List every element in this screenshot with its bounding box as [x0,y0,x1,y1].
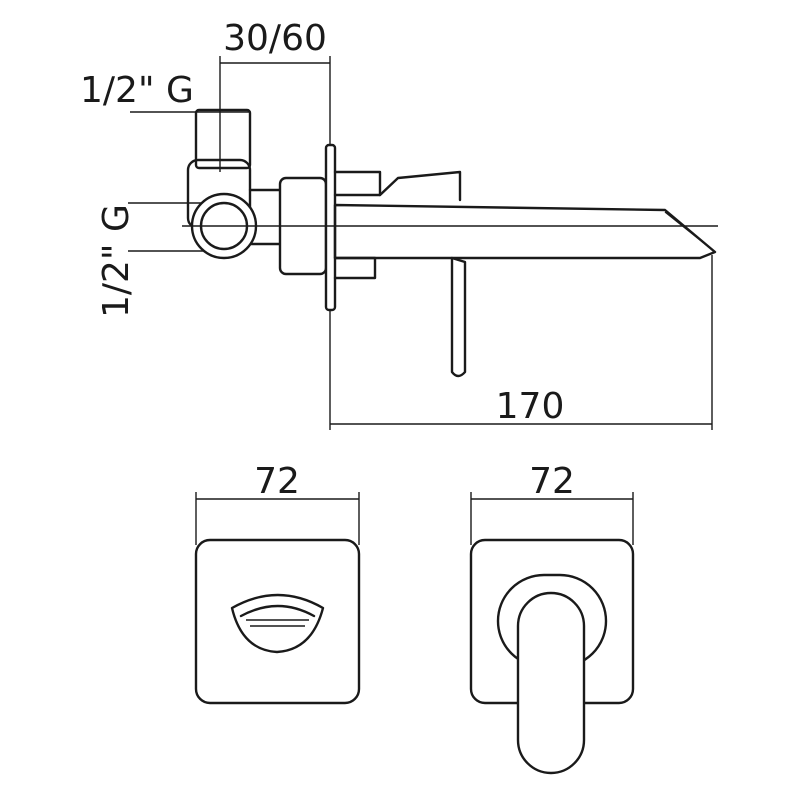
dimension-top-connection: 1/2" G [80,70,250,113]
dimension-label-side-connection: 1/2" G [96,204,137,318]
dimension-side-connection: 1/2" G [96,202,212,318]
dimension-label-spout-plate-width: 72 [254,461,300,502]
lever-handle [450,256,467,378]
dimension-label-handle-plate-width: 72 [529,461,575,502]
dimension-wall-depth: 30/60 [219,18,331,172]
side-view: 30/60 1/2" G 1/2" G [80,18,718,430]
dimension-handle-plate-width: 72 [470,461,634,545]
handle-lever-front [516,591,586,775]
front-view-handle: 72 [469,461,635,775]
inlet-tube [194,108,252,170]
dimension-label-spout-length: 170 [496,386,565,427]
front-view-spout: 72 [194,461,361,705]
dimension-label-top-connection: 1/2" G [80,70,194,111]
spout-outlet [230,593,325,654]
spout [333,203,717,260]
spout-plate [194,538,361,705]
dimension-spout-length: 170 [329,255,713,430]
dimension-label-wall-depth: 30/60 [223,18,327,59]
wall-plate [324,143,337,312]
dimension-spout-plate-width: 72 [195,461,360,545]
